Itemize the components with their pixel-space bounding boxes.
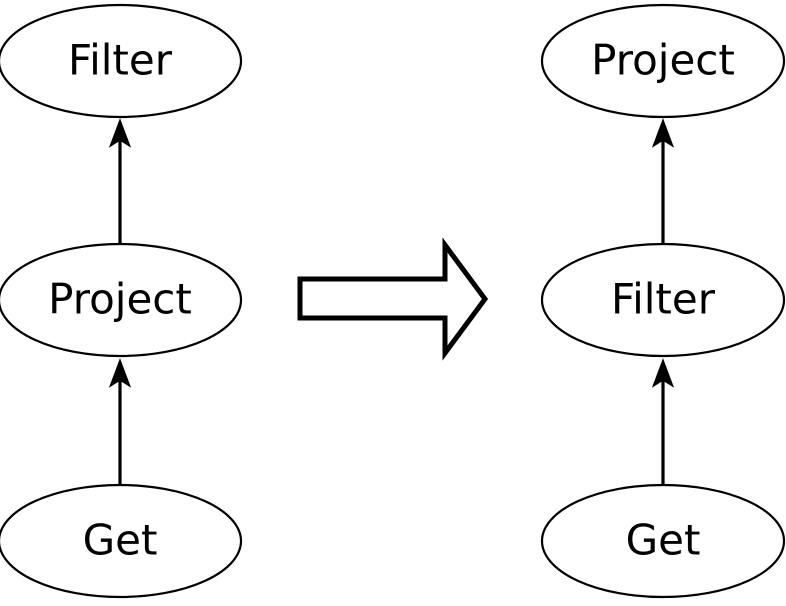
node-shape[interactable] bbox=[540, 3, 786, 119]
node-shape[interactable] bbox=[0, 242, 243, 358]
node-right-top[interactable]: Project bbox=[540, 3, 786, 119]
node-left-bottom[interactable]: Get bbox=[0, 483, 243, 599]
edge-get-to-project-left bbox=[109, 358, 131, 485]
node-left-middle[interactable]: Project bbox=[0, 242, 243, 358]
node-shape[interactable] bbox=[0, 3, 243, 119]
edge-filter-to-project-right bbox=[652, 118, 674, 244]
node-shape[interactable] bbox=[540, 242, 786, 358]
node-label: Project bbox=[48, 275, 192, 324]
node-right-middle[interactable]: Filter bbox=[540, 242, 786, 358]
edge-project-to-filter-left bbox=[109, 118, 131, 244]
node-label: Filter bbox=[68, 36, 173, 85]
edge-get-to-filter-right bbox=[652, 358, 674, 485]
node-left-top[interactable]: Filter bbox=[0, 3, 243, 119]
node-label: Get bbox=[83, 516, 158, 565]
node-label: Project bbox=[591, 36, 735, 85]
before-plan-group: Filter Project Get bbox=[0, 3, 243, 599]
node-label: Filter bbox=[611, 275, 716, 324]
rewrite-arrow-icon bbox=[297, 237, 489, 361]
node-shape[interactable] bbox=[0, 483, 243, 599]
node-label: Get bbox=[626, 516, 701, 565]
node-shape[interactable] bbox=[540, 483, 786, 599]
node-right-bottom[interactable]: Get bbox=[540, 483, 786, 599]
after-plan-group: Project Filter Get bbox=[540, 3, 786, 599]
rewrite-arrow-group bbox=[297, 237, 489, 361]
